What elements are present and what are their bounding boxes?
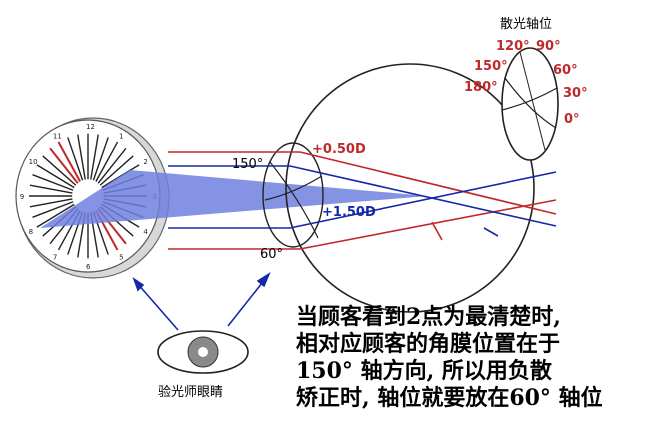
dial-line [67, 137, 84, 181]
eyeball [285, 63, 535, 313]
examiner-label: 验光师眼睛 [158, 384, 223, 400]
dial-number: 6 [86, 263, 91, 271]
dial-number: 2 [143, 158, 147, 166]
dial-line [49, 147, 79, 184]
dial-line [36, 164, 75, 189]
dial-line [36, 203, 75, 228]
dial-line [99, 155, 134, 186]
power-plus-150-label: +1.50D [322, 205, 376, 220]
examiner-eye-icon [157, 330, 249, 374]
dial-number: 8 [29, 228, 33, 236]
dial-number: 5 [119, 254, 123, 262]
view-arrows [132, 271, 271, 331]
light-beam [40, 170, 428, 228]
dial-number: 7 [53, 254, 57, 262]
eye-axis-60-label: 60° [260, 247, 283, 262]
astig-axis-inset: 散光轴位 120° 90° 150° 60° 180° 30° 0° [464, 17, 588, 161]
axis-label-90: 90° [536, 39, 561, 54]
blue-rays [168, 165, 557, 237]
cornea-meridian [269, 161, 319, 239]
dial-line [97, 147, 127, 184]
red-rays [168, 151, 557, 250]
explanation-line-1: 当顾客看到2点为最清楚时, [296, 304, 561, 330]
axis-label-150: 150° [474, 59, 508, 74]
dial-line [57, 141, 81, 182]
explanation-line-3: 150° 轴方向, 所以用负散 [296, 358, 552, 384]
explanation-line-4: 矫正时, 轴位就要放在60° 轴位 [296, 385, 603, 411]
dial-line [32, 201, 74, 218]
cornea [262, 142, 324, 248]
dial-line [92, 137, 109, 181]
dial-number: 11 [53, 132, 62, 140]
explanation-text: 当顾客看到2点为最清楚时, 相对应顾客的角膜位置在于 150° 轴方向, 所以用… [296, 304, 666, 412]
eye-axis-150-label: 150° [232, 157, 263, 172]
dial-number: 12 [86, 123, 95, 131]
axis-label-120: 120° [496, 39, 530, 54]
astig-title: 散光轴位 [500, 17, 552, 32]
dial-line [77, 134, 86, 180]
dial-number: 1 [119, 132, 123, 140]
axis-label-0: 0° [564, 112, 580, 127]
dial-line [95, 141, 119, 182]
dial-line [90, 134, 99, 180]
axis-label-180: 180° [464, 80, 498, 95]
dial-line [29, 184, 73, 194]
cornea-meridian-2 [264, 175, 323, 201]
dial-number: 9 [20, 193, 24, 201]
axis-label-30: 30° [563, 86, 588, 101]
dial-line [42, 155, 77, 186]
dial-number: 10 [29, 158, 38, 166]
dial-line [32, 174, 74, 191]
explanation-line-2: 相对应顾客的角膜位置在于 [296, 331, 561, 357]
power-plus-050-label: +0.50D [312, 142, 366, 157]
axis-label-60: 60° [553, 63, 578, 78]
dial-number: 4 [143, 228, 148, 236]
dial-line [29, 198, 73, 208]
